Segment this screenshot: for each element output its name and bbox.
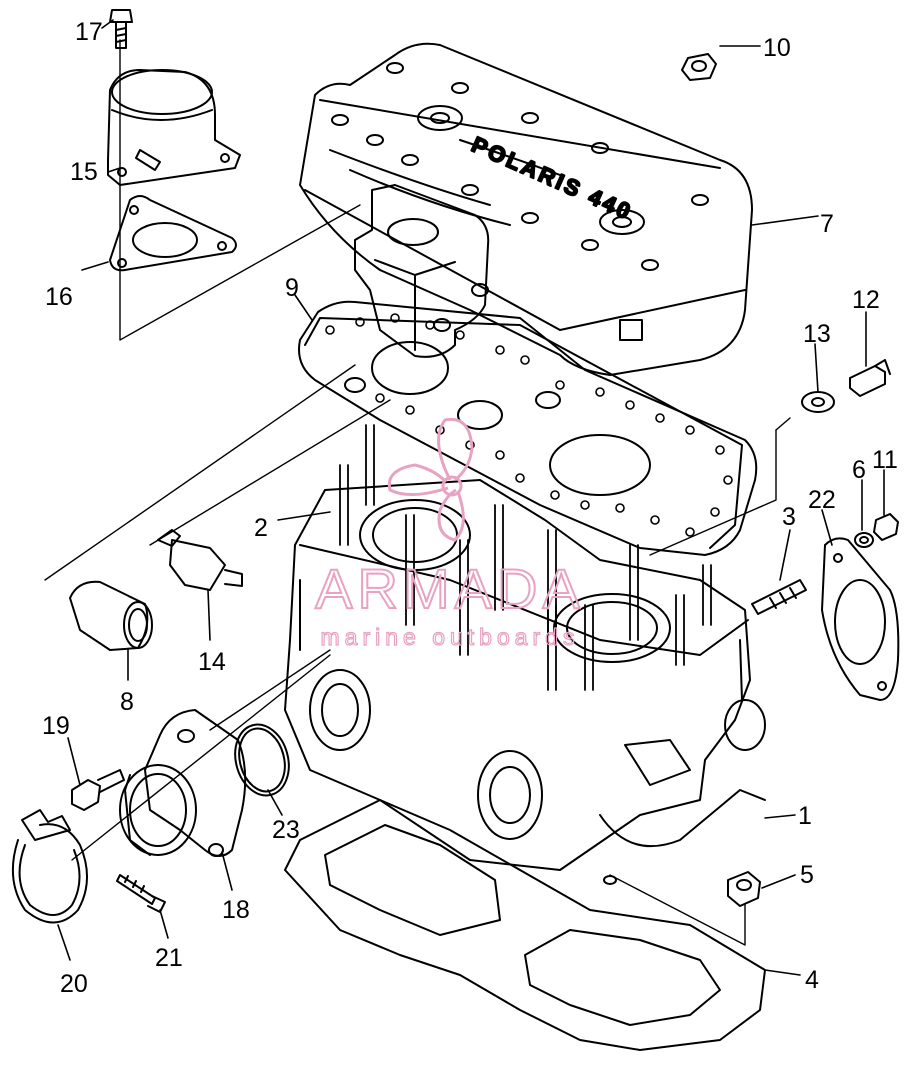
watermark-propeller-logo [387,417,474,542]
exhaust-gasket [821,537,900,701]
label-17: 17 [75,18,103,46]
cover-bolt [109,9,133,49]
label-9: 9 [285,274,299,302]
label-5: 5 [800,861,814,889]
label-7: 7 [820,210,834,238]
label-1: 1 [798,802,812,830]
washer-6 [854,532,874,548]
cylinder-studs [339,424,712,691]
label-14: 14 [198,648,226,676]
label-18: 18 [222,896,250,924]
label-4: 4 [805,966,819,994]
screw-21 [116,874,166,913]
label-13: 13 [803,320,831,348]
nut-10 [681,53,717,81]
label-22: 22 [808,486,836,514]
thermostat-housing [354,184,490,358]
label-8: 8 [120,688,134,716]
bolt-19 [71,769,125,811]
part-labels: 17 10 7 9 13 12 6 11 22 3 2 15 16 14 8 1… [42,18,898,998]
cylinder-block [284,479,766,885]
label-23: 23 [272,816,300,844]
cover-cast-lettering: POLARIS 440 [468,132,637,225]
base-gasket [284,799,766,1051]
label-10: 10 [763,34,791,62]
temperature-sensor [157,529,243,591]
label-2: 2 [254,514,268,542]
washer-13 [801,391,835,413]
watermark: ARMADA marine outboards [314,417,585,651]
cylinder-head-cover [299,42,753,376]
water-cover [107,69,241,186]
label-20: 20 [60,970,88,998]
small-gasket [109,195,237,272]
watermark-brand: ARMADA [315,557,585,620]
label-11: 11 [872,446,898,474]
head-gasket [298,300,758,556]
exploded-view-guides [44,39,791,946]
hose-clamp [11,809,89,924]
o-ring-23 [234,723,290,797]
label-3: 3 [782,503,796,531]
label-6: 6 [852,456,866,484]
nut-11 [873,513,899,541]
elbow-fitting [119,709,247,857]
label-19: 19 [42,712,70,740]
stud-3 [751,579,807,615]
label-12: 12 [852,286,880,314]
label-leaders [57,19,885,976]
label-15: 15 [70,158,98,186]
label-21: 21 [155,944,183,972]
nut-5 [727,871,761,907]
label-16: 16 [45,283,73,311]
sleeve-8 [69,580,153,651]
bolt-12 [849,359,891,397]
watermark-tagline: marine outboards [321,624,580,650]
